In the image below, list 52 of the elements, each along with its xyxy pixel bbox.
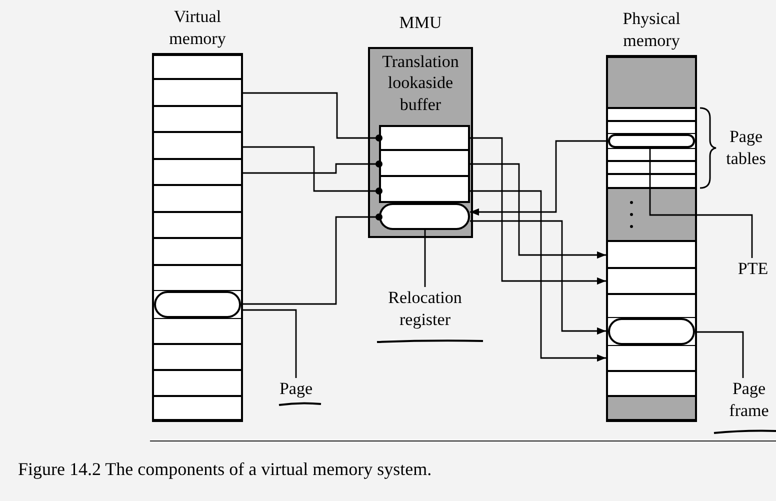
memory-slot <box>379 125 470 151</box>
memory-slot <box>154 318 241 344</box>
memory-slot <box>608 345 695 371</box>
leader-line <box>243 309 297 378</box>
figure-caption: Figure 14.2 The components of a virtual memory system. <box>18 459 432 479</box>
connector-arrow <box>470 163 606 259</box>
connector-arrow <box>470 190 606 362</box>
connector-arrow <box>470 140 606 216</box>
memory-slot <box>154 185 241 212</box>
memory-slot <box>379 177 470 203</box>
callout-label: Relocation register <box>387 287 463 332</box>
memory-slot <box>154 159 241 185</box>
memory-slot <box>608 294 695 318</box>
shaded-region <box>608 396 695 420</box>
memory-slot <box>608 174 695 188</box>
memory-slot <box>608 371 695 396</box>
column-heading: Physical memory <box>622 8 682 52</box>
oval-entry <box>379 203 470 230</box>
column-heading: Virtual memory <box>168 6 227 50</box>
memory-slot <box>608 121 695 134</box>
callout-label: Page <box>279 378 313 400</box>
column-heading: MMU <box>399 12 442 34</box>
memory-slot <box>154 55 241 79</box>
memory-slot <box>379 151 470 177</box>
memory-slot <box>154 212 241 238</box>
memory-slot <box>154 238 241 265</box>
region-label: Page tables <box>726 127 766 168</box>
memory-slot <box>154 396 241 420</box>
memory-slot <box>154 370 241 396</box>
leader-line <box>649 148 753 258</box>
oval-entry <box>154 291 241 318</box>
leader-line <box>424 230 426 287</box>
memory-slot <box>608 148 695 161</box>
leader-line <box>697 331 744 378</box>
oval-entry <box>608 318 695 345</box>
shaded-region <box>608 57 695 108</box>
oval-entry <box>608 134 695 148</box>
memory-slot <box>608 161 695 174</box>
memory-slot <box>154 344 241 370</box>
memory-slot <box>154 79 241 106</box>
memory-slot <box>608 108 695 121</box>
memory-slot <box>608 241 695 268</box>
connector-arrow <box>470 137 606 285</box>
connector-arrow <box>470 220 606 335</box>
memory-slot <box>608 268 695 294</box>
memory-slot <box>154 106 241 132</box>
mmu-body-text: Translation lookaside buffer <box>381 51 460 115</box>
memory-slot <box>154 265 241 291</box>
callout-label: PTE <box>738 258 768 280</box>
shaded-region <box>608 188 695 241</box>
callout-label: Page frame <box>728 378 770 422</box>
memory-slot <box>154 132 241 159</box>
